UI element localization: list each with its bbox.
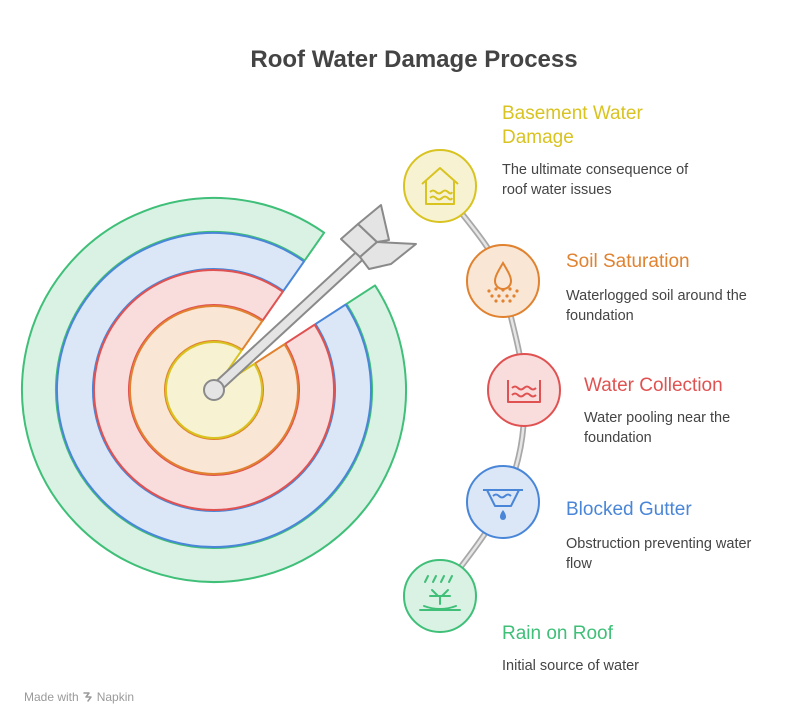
step-description-line: foundation <box>566 308 634 324</box>
step-title-5: Rain on Roof <box>502 622 613 646</box>
step-description-1: The ultimate consequence of roof water is… <box>502 160 688 200</box>
step-title-line: Rain on Roof <box>502 623 613 644</box>
house-water-icon <box>421 167 459 205</box>
blocked-gutter-icon <box>483 489 523 520</box>
step-node-4 <box>466 465 540 539</box>
water-drop-soil-icon <box>487 261 519 303</box>
step-title-3: Water Collection <box>584 374 723 398</box>
step-title-2: Soil Saturation <box>566 250 690 274</box>
footer-brand: Napkin <box>96 690 135 704</box>
step-description-line: The ultimate consequence of <box>502 162 689 178</box>
step-title-line: Basement Water <box>502 103 643 124</box>
step-node-2 <box>466 244 540 318</box>
step-description-3: Water pooling near the foundation <box>584 408 730 448</box>
step-node-5 <box>403 559 477 633</box>
step-node-3 <box>487 353 561 427</box>
target-rings <box>21 197 407 583</box>
step-description-line: Water pooling near the <box>584 410 731 426</box>
step-title-line: Damage <box>502 127 574 148</box>
step-title-line: Water Collection <box>584 375 723 396</box>
step-description-line: Waterlogged soil around the <box>566 288 747 304</box>
footer-made-with: Made with <box>24 690 79 704</box>
step-description-2: Waterlogged soil around the foundation <box>566 286 747 326</box>
step-title-line: Blocked Gutter <box>566 499 692 520</box>
water-pool-icon <box>507 380 541 403</box>
step-description-4: Obstruction preventing water flow <box>566 534 751 574</box>
step-description-line: Initial source of water <box>502 658 640 674</box>
rain-roof-icon <box>419 575 461 611</box>
footer: Made with Napkin <box>24 690 134 704</box>
step-description-line: foundation <box>584 430 652 446</box>
step-title-line: Soil Saturation <box>566 251 690 272</box>
step-description-5: Initial source of water <box>502 656 639 676</box>
step-title-4: Blocked Gutter <box>566 498 692 522</box>
napkin-brand[interactable]: Napkin <box>82 690 135 704</box>
step-description-line: roof water issues <box>502 182 612 198</box>
step-description-line: flow <box>566 556 592 572</box>
step-description-line: Obstruction preventing water <box>566 536 752 552</box>
step-node-1 <box>403 149 477 223</box>
arrow-icon <box>203 204 417 401</box>
diagram-title: Roof Water Damage Process <box>250 46 578 73</box>
napkin-logo-icon <box>82 692 92 702</box>
